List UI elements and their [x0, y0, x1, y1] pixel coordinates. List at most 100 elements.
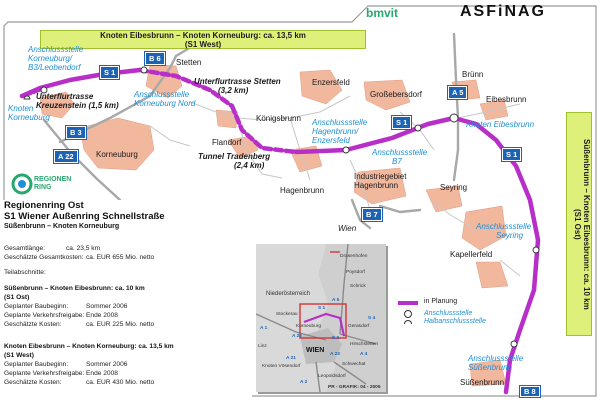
- junction-suessenbrunn-l1: Anschlussstelle: [468, 354, 524, 363]
- inset-road: A 21: [286, 356, 296, 361]
- sign-b3: B 3: [66, 126, 86, 139]
- info-panel: Regionenring Ost S1 Wiener Außenring Sch…: [2, 200, 252, 397]
- info-section-1-title: Süßenbrunn – Knoten Eibesbrunn: ca. 10 k…: [4, 285, 145, 292]
- tunnel-stetten-l2: (3,2 km): [218, 86, 249, 95]
- info-row-key: Geplante Verkehrsfreigabe:: [4, 312, 85, 319]
- tunnel-stetten-l1: Unterflurtrasse Stetten: [194, 77, 281, 86]
- sign-s1-mid: S 1: [392, 116, 412, 129]
- sign-b7: B 7: [362, 208, 382, 221]
- place-grossebersdorf: Großebersdorf: [370, 90, 423, 99]
- inset-region-label: Niederösterreich: [266, 291, 311, 297]
- town-seyring-south: [461, 205, 507, 251]
- junction-hagenbrunn-l2: Hagenbrunn/: [312, 127, 359, 136]
- inset-city-label: WIEN: [306, 347, 325, 354]
- junction-knoten-korneuburg-l2: Korneuburg: [8, 113, 50, 122]
- half-junction-icon: [23, 95, 31, 100]
- legend-half-junction-label: Halbanschlussstelle: [424, 318, 486, 325]
- place-korneuburg: Korneuburg: [96, 150, 138, 159]
- place-stetten: Stetten: [176, 58, 202, 67]
- town-enzersfeld: [299, 69, 343, 105]
- legend-planned-swatch-icon: [398, 301, 418, 305]
- band-top-line2: (S1 West): [184, 40, 222, 49]
- regionenring-logo-mark: [11, 173, 33, 195]
- info-section-2-row: Geplante Verkehrsfreigabe: Ende 2008: [4, 369, 250, 378]
- tunnel-kreuzenstein-l1: Unterflurtrasse: [36, 92, 94, 101]
- junction-circle-icon: [449, 113, 459, 123]
- info-teilabschnitte: Teilabschnitte:: [4, 269, 46, 276]
- inset-road: S 2: [332, 336, 340, 341]
- place-kapellerfeld: Kapellerfeld: [450, 250, 493, 259]
- road-b3: [58, 54, 178, 144]
- place-suessenbrunn: Süßenbrunn: [460, 378, 505, 387]
- band-top: Knoten Eibesbrunn – Knoten Korneuburg: c…: [40, 30, 366, 49]
- info-section-2-title: Knoten Eibesbrunn – Knoten Korneuburg: c…: [4, 343, 174, 350]
- info-row-key: Geplanter Baubeginn:: [4, 361, 69, 368]
- tunnel-kreuzenstein: Unterflurtrasse Kreuzenstein (1,5 km): [36, 92, 119, 110]
- tunnel-tradenberg-l2: (2,4 km): [234, 161, 265, 170]
- info-section-2-row: Geplanter Baubeginn: Sommer 2006: [4, 360, 250, 369]
- road-b7: [350, 198, 372, 230]
- junction-b7-l2: B7: [392, 157, 402, 166]
- inset-road: A 1: [260, 326, 268, 331]
- info-row-value: Sommer 2006: [86, 303, 128, 310]
- info-title-block: Regionenring Ost S1 Wiener Außenring Sch…: [4, 200, 244, 232]
- info-section-1-row: Geplante Verkehrsfreigabe: Ende 2008: [4, 311, 250, 320]
- asfinag-logo: ASFiNAG: [460, 3, 592, 21]
- info-row-total-length: Gesamtlänge: ca. 23,5 km: [4, 244, 244, 253]
- sign-b6: B 6: [145, 52, 165, 65]
- tunnel-kreuzenstein-l2: Kreuzenstein (1,5 km): [36, 101, 119, 110]
- inset-place: Gerasdorf: [348, 324, 370, 329]
- inset-road: A 4: [360, 352, 368, 357]
- town-grossebersdorf: [363, 79, 411, 111]
- town-industriegebiet: [353, 167, 407, 205]
- info-section-2: Knoten Eibesbrunn – Knoten Korneuburg: c…: [4, 342, 250, 387]
- place-enzersfeld: Enzersfeld: [312, 78, 350, 87]
- info-section-2-sub: (S1 West): [4, 352, 34, 359]
- tunnel-tradenberg-l1: Tunnel Tradenberg: [198, 152, 271, 161]
- info-row-value: ca. 23,5 km: [66, 245, 101, 252]
- inset-road: A 22: [292, 334, 302, 339]
- junction-b7: Anschlussstelle B7: [372, 148, 427, 166]
- junction-knoten-korneuburg: Knoten Korneuburg: [8, 104, 50, 122]
- junction-korneuburg-b3-l2: Korneuburg/: [28, 54, 73, 63]
- road-a22: [42, 118, 122, 202]
- junction-korneuburg-b3-l1: Anschlussstelle: [28, 45, 84, 54]
- inset-place: Stockerau: [276, 312, 298, 317]
- sign-a22: A 22: [54, 150, 78, 163]
- info-row-value: ca. EUR 430 Mio. netto: [86, 379, 155, 386]
- inset-road: S 1: [318, 306, 326, 311]
- sign-s1-right: S 1: [502, 148, 522, 161]
- band-right-line2: (S1 Ost): [573, 208, 582, 240]
- junction-circle-icon: [342, 146, 350, 154]
- info-row-value: Ende 2008: [86, 370, 118, 377]
- info-section-1: Süßenbrunn – Knoten Eibesbrunn: ca. 10 k…: [4, 284, 250, 329]
- band-top-line1: Knoten Eibesbrunn – Knoten Korneuburg: c…: [100, 31, 306, 40]
- info-row-key: Geschätzte Kosten:: [4, 379, 62, 386]
- info-row-value: ca. EUR 225 Mio. netto: [86, 321, 155, 328]
- minor-roads: [149, 95, 521, 277]
- info-subtitle: Süßenbrunn – Knoten Korneuburg: [4, 223, 120, 230]
- inset-place: Schwechat: [342, 362, 366, 367]
- info-totals: Gesamtlänge: ca. 23,5 km Geschätzte Gesa…: [4, 244, 244, 262]
- place-koenigsbrunn: Königsbrunn: [256, 114, 301, 123]
- sign-s1-left: S 1: [100, 66, 120, 79]
- junction-markers: [23, 66, 540, 348]
- inset-place: Schrick: [350, 284, 366, 289]
- road-b7-link: [378, 204, 422, 214]
- junction-korneuburg-nord: Anschlussstelle Korneuburg Nord: [134, 90, 195, 108]
- place-hagenbrunn: Hagenbrunn: [280, 186, 325, 195]
- junction-korneuburg-b3-l3: B3/Leobendorf: [28, 63, 81, 72]
- town-korneuburg: [79, 117, 155, 171]
- info-row-value: ca. EUR 655 Mio. netto: [86, 254, 155, 261]
- legend-half-junction-icon: [404, 320, 412, 324]
- place-flandorf: Flandorf: [212, 138, 242, 147]
- legend-planned-label: in Planung: [424, 298, 458, 305]
- junction-circle-icon: [510, 340, 518, 348]
- info-row-key: Geschätzte Gesamtkosten:: [4, 254, 84, 261]
- route-tunnel-tradenberg: [229, 103, 299, 155]
- inset-road: A 2: [300, 380, 308, 385]
- junction-korneuburg-b3: Anschlussstelle Korneuburg/ B3/Leobendor…: [28, 45, 83, 72]
- junction-circle-icon: [40, 86, 48, 94]
- junction-knoten-eibesbrunn: Knoten Eibesbrunn: [466, 120, 535, 129]
